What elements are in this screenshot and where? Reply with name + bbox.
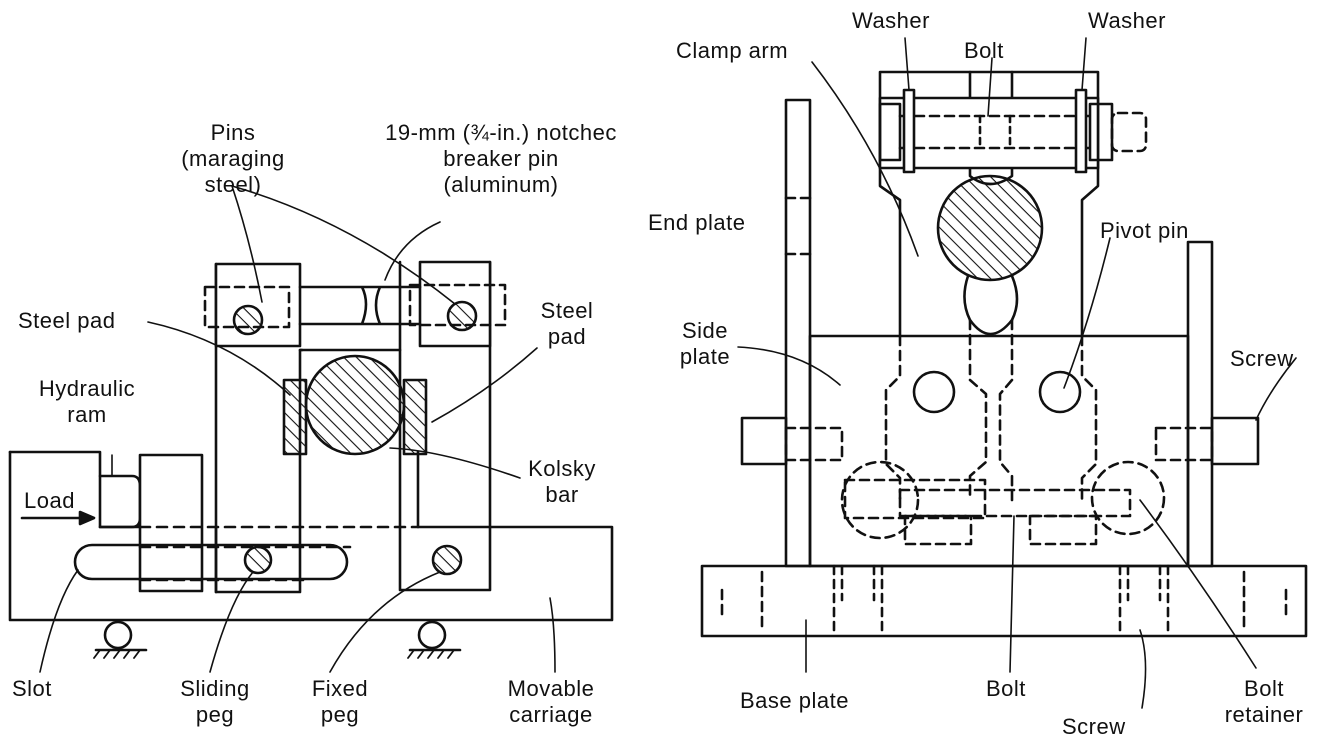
pivot-pin-left [912, 370, 956, 414]
label-slot: Slot [12, 676, 52, 701]
label-kolsky-bar: Kolsky bar [528, 456, 596, 507]
end-plate-right [1186, 240, 1214, 568]
kolsky-bar-right [936, 174, 1044, 282]
slot [73, 543, 349, 581]
screw-right [1210, 416, 1260, 466]
label-hydraulic-ram: Hydraulic ram [38, 376, 136, 427]
right-fixture [700, 37, 1308, 709]
label-fixed-peg: Fixed peg [311, 676, 369, 727]
label-end-plate: End plate [648, 210, 746, 235]
washer-left [902, 88, 916, 174]
label-pivot-pin: Pivot pin [1100, 218, 1189, 243]
pivot-pin [1038, 370, 1082, 414]
washer-right [1074, 88, 1088, 174]
breaker-pin [298, 285, 422, 326]
label-washer-right: Washer [1088, 8, 1166, 33]
label-steel-pad-right: Steel pad [540, 298, 594, 349]
top-housing [214, 262, 302, 348]
pin-left [232, 304, 264, 336]
label-movable-carriage: Movable carriage [507, 676, 595, 727]
label-washer-left: Washer [852, 8, 930, 33]
label-base-plate: Base plate [740, 688, 849, 713]
hydraulic-ram [98, 474, 142, 529]
end-plate-left [784, 98, 812, 568]
screw-left [740, 416, 788, 466]
pin-right [446, 300, 478, 332]
steel-pad-right [402, 378, 428, 456]
bolt-head [878, 102, 902, 162]
label-load: Load [24, 488, 75, 513]
label-bolt-bottom: Bolt [986, 676, 1026, 701]
label-bolt-retainer: Bolt retainer [1224, 676, 1304, 727]
label-steel-pad-left: Steel pad [18, 308, 116, 333]
base-plate [700, 564, 1308, 638]
left-leaders [39, 185, 556, 673]
label-screw-bottom: Screw [1062, 714, 1126, 739]
left-fixture [8, 185, 614, 673]
label-breaker-pin: 19-mm (¾-in.) notchec breaker pin (alumi… [385, 120, 617, 197]
label-bolt-top: Bolt [964, 38, 1004, 63]
steel-pad-left [282, 378, 308, 456]
label-pins: Pins (maraging steel) [181, 120, 285, 197]
label-screw-right: Screw [1230, 346, 1294, 371]
clamp-arm [878, 70, 1100, 338]
movable-carriage [8, 450, 614, 622]
sliding-peg [243, 545, 273, 575]
label-clamp-arm: Clamp arm [676, 38, 789, 63]
label-side-plate: Side plate [679, 318, 731, 369]
sliding-block [138, 453, 204, 593]
right-leaders [737, 37, 1297, 709]
kolsky-bar [304, 354, 406, 456]
fixed-peg [431, 544, 463, 576]
label-sliding-peg: Sliding peg [180, 676, 250, 727]
